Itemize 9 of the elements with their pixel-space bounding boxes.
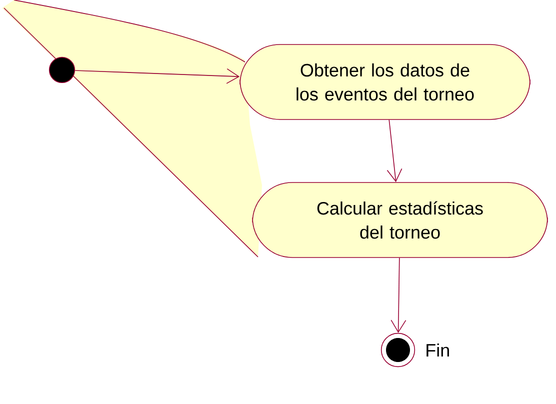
activity-box: Calcular estadísticas del torneo xyxy=(252,182,548,258)
arrow xyxy=(390,257,406,333)
node-label: Calcular estadísticas del torneo xyxy=(317,201,483,239)
arrow xyxy=(74,68,240,84)
arrow xyxy=(386,119,402,182)
start-circle xyxy=(48,56,76,84)
end-circle xyxy=(380,332,416,368)
activity-box: Obtener los datos de los eventos del torneo xyxy=(240,44,530,120)
node-caption: Fin xyxy=(426,343,449,357)
